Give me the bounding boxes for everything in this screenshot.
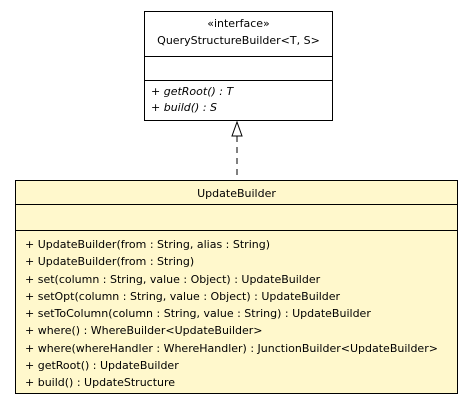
class-operation: + UpdateBuilder(from : String) (25, 255, 195, 269)
class-operation: + build() : UpdateStructure (25, 376, 176, 390)
class-operation: + UpdateBuilder(from : String, alias : S… (25, 238, 271, 251)
interface-header: «interface» QueryStructureBuilder<T, S> (145, 12, 332, 57)
class-attributes-compartment (16, 205, 457, 231)
interface-stereotype: «interface» (207, 17, 270, 30)
interface-query-structure-builder[interactable]: «interface» QueryStructureBuilder<T, S> … (144, 11, 333, 121)
interface-operation: + getRoot() : T (151, 85, 234, 98)
class-operation: + setToColumn(column : String, value : S… (25, 307, 371, 321)
interface-name: QueryStructureBuilder<T, S> (157, 34, 320, 47)
realization-arrowhead-icon (231, 120, 243, 137)
class-operation: + set(column : String, value : Object) :… (25, 272, 321, 286)
class-operation: + where() : WhereBuilder<UpdateBuilder> (25, 324, 263, 338)
class-operation: + setOpt(column : String, value : Object… (25, 289, 341, 303)
interface-operations-compartment: + getRoot() : T + build() : S (145, 81, 332, 120)
class-name: UpdateBuilder (197, 187, 276, 200)
interface-attributes-compartment (145, 57, 332, 81)
class-operations-compartment: + UpdateBuilder(from : String, alias : S… (16, 231, 457, 393)
class-update-builder[interactable]: UpdateBuilder + UpdateBuilder(from : Str… (15, 180, 458, 394)
class-operation: + getRoot() : UpdateBuilder (25, 359, 179, 373)
interface-operation: + build() : S (151, 101, 218, 114)
class-header: UpdateBuilder (16, 181, 457, 205)
class-operation: + where(whereHandler : WhereHandler) : J… (25, 341, 438, 355)
